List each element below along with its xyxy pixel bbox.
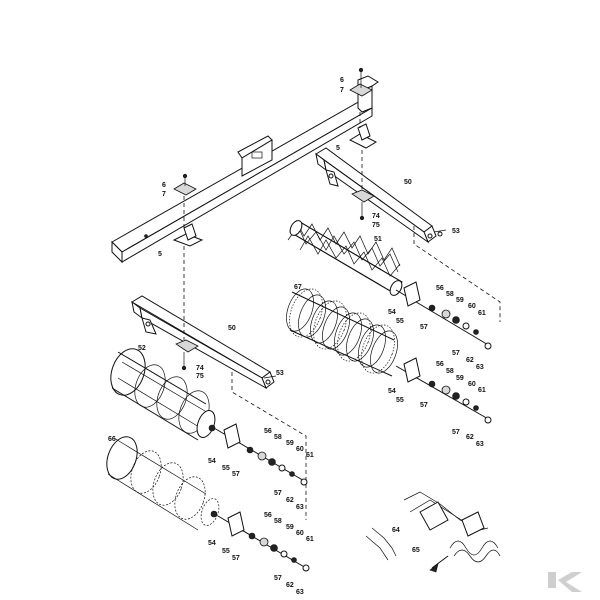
bearing-assembly-lower-right	[395, 357, 492, 424]
label-57-b2: 57	[452, 429, 460, 436]
label-59-c: 59	[286, 440, 294, 447]
label-60-b: 60	[468, 381, 476, 388]
label-56-b: 56	[436, 361, 444, 368]
arm-lower-50	[131, 295, 275, 390]
label-63-c: 63	[296, 504, 304, 511]
label-62-c: 62	[286, 497, 294, 504]
label-61-c: 61	[306, 452, 314, 459]
label-6-top: 6	[340, 77, 344, 84]
label-62-d: 62	[286, 582, 294, 589]
label-54-c: 54	[208, 458, 216, 465]
label-51: 51	[374, 236, 382, 243]
pin-53-upper	[413, 226, 501, 322]
label-54-a: 54	[388, 309, 396, 316]
label-57-d2: 57	[274, 575, 282, 582]
label-64: 64	[392, 527, 400, 534]
arm-plate-upper	[351, 150, 375, 221]
arm-plate-lower	[175, 246, 199, 371]
label-66: 66	[108, 436, 116, 443]
label-50-lower: 50	[228, 325, 236, 332]
roller-51-spiked	[287, 219, 403, 296]
label-61-d: 61	[306, 536, 314, 543]
label-57-b: 57	[420, 402, 428, 409]
k-logo-icon	[548, 572, 582, 592]
label-53-lower: 53	[276, 370, 284, 377]
label-60-a: 60	[468, 303, 476, 310]
pivot-plate-top-right	[349, 67, 373, 97]
label-56-a: 56	[436, 285, 444, 292]
label-55-b: 55	[396, 397, 404, 404]
label-6-left: 6	[162, 182, 166, 189]
label-57-c2: 57	[274, 490, 282, 497]
label-7-top: 7	[340, 87, 344, 94]
label-52: 52	[138, 345, 146, 352]
label-60-d: 60	[296, 530, 304, 537]
label-63-b: 63	[476, 441, 484, 448]
label-58-a: 58	[446, 291, 454, 298]
mounting-bracket-right	[348, 112, 378, 149]
label-53-upper: 53	[452, 228, 460, 235]
label-61-a: 61	[478, 310, 486, 317]
bearing-assembly-mid-left	[213, 423, 308, 486]
label-57-a: 57	[420, 324, 428, 331]
roller-67-ring	[286, 288, 398, 377]
label-57-a2: 57	[452, 350, 460, 357]
label-75-lower: 75	[196, 373, 204, 380]
label-62-b: 62	[466, 434, 474, 441]
label-54-b: 54	[388, 388, 396, 395]
label-55-a: 55	[396, 318, 404, 325]
mounting-bracket-left	[172, 196, 204, 247]
label-55-d: 55	[222, 548, 230, 555]
main-frame-beam	[111, 75, 379, 264]
label-57-d: 57	[232, 555, 240, 562]
label-50-upper: 50	[404, 179, 412, 186]
label-56-d: 56	[264, 512, 272, 519]
label-74-lower: 74	[196, 365, 204, 372]
label-75-upper: 75	[372, 222, 380, 229]
label-63-d: 63	[296, 589, 304, 596]
pin-53-lower	[231, 372, 307, 520]
label-7-left: 7	[162, 191, 166, 198]
label-62-a: 62	[466, 357, 474, 364]
pivot-plate-top-left	[173, 173, 197, 196]
label-55-c: 55	[222, 465, 230, 472]
label-67: 67	[294, 284, 302, 291]
label-58-d: 58	[274, 518, 282, 525]
label-63-a: 63	[476, 364, 484, 371]
bearing-assembly-bottom-left	[217, 511, 310, 572]
label-57-c: 57	[232, 471, 240, 478]
label-58-b: 58	[446, 368, 454, 375]
arm-upper-50	[315, 147, 437, 244]
label-5-right: 5	[336, 145, 340, 152]
label-60-c: 60	[296, 446, 304, 453]
label-59-b: 59	[456, 375, 464, 382]
label-56-c: 56	[264, 428, 272, 435]
label-5-left: 5	[158, 251, 162, 258]
roller-66-spiral	[106, 436, 220, 531]
label-74-upper: 74	[372, 213, 380, 220]
label-65: 65	[412, 547, 420, 554]
label-59-a: 59	[456, 297, 464, 304]
label-54-d: 54	[208, 540, 216, 547]
label-61-b: 61	[478, 387, 486, 394]
detail-scraper-assembly	[365, 491, 501, 573]
roller-52-cage	[110, 348, 216, 441]
bearing-assembly-upper-right	[395, 281, 492, 350]
label-58-c: 58	[274, 434, 282, 441]
label-59-d: 59	[286, 524, 294, 531]
part-labels: 6 7 5 6 7 5 50 74 75 53 51 67 56 58 59 6…	[108, 77, 486, 596]
